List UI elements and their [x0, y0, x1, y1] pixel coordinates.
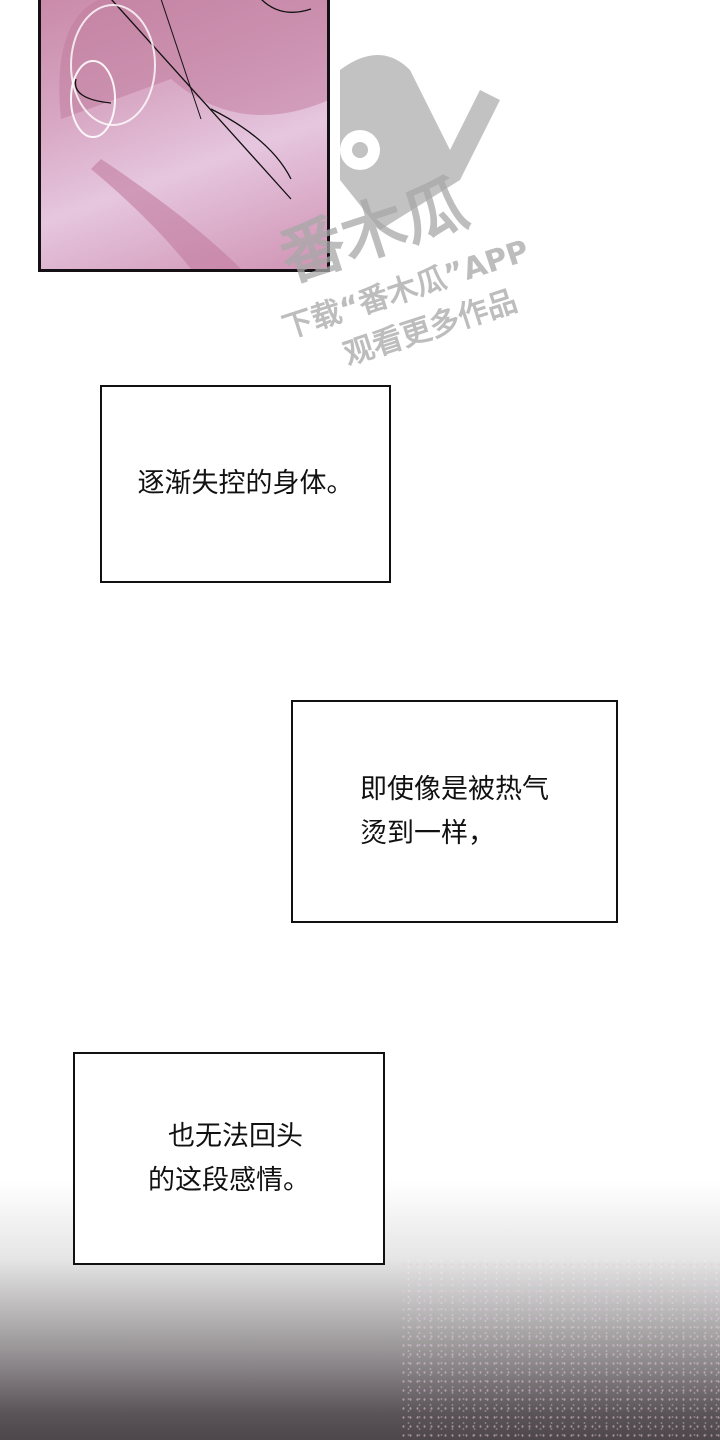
caption-line: 也无法回头: [168, 1120, 303, 1152]
caption-line: 烫到一样，: [360, 817, 495, 849]
caption-line: 逐渐失控的身体。: [137, 468, 354, 499]
caption-line: 即使像是被热气: [360, 773, 549, 805]
sparkle-particles: [400, 1260, 720, 1440]
caption-line: 的这段感情。: [148, 1164, 310, 1196]
caption-box-1: 逐渐失控的身体。: [100, 385, 391, 583]
caption-box-2: 即使像是被热气烫到一样，: [291, 700, 618, 923]
watermark-logo: [340, 55, 500, 230]
caption-box-3: 也无法回头的这段感情。: [73, 1052, 385, 1265]
comic-panel-closeup: [38, 0, 330, 272]
watermark: 番木瓜 下载“番木瓜”APP 观看更多作品: [230, 30, 630, 410]
panel-artwork: [59, 0, 327, 269]
